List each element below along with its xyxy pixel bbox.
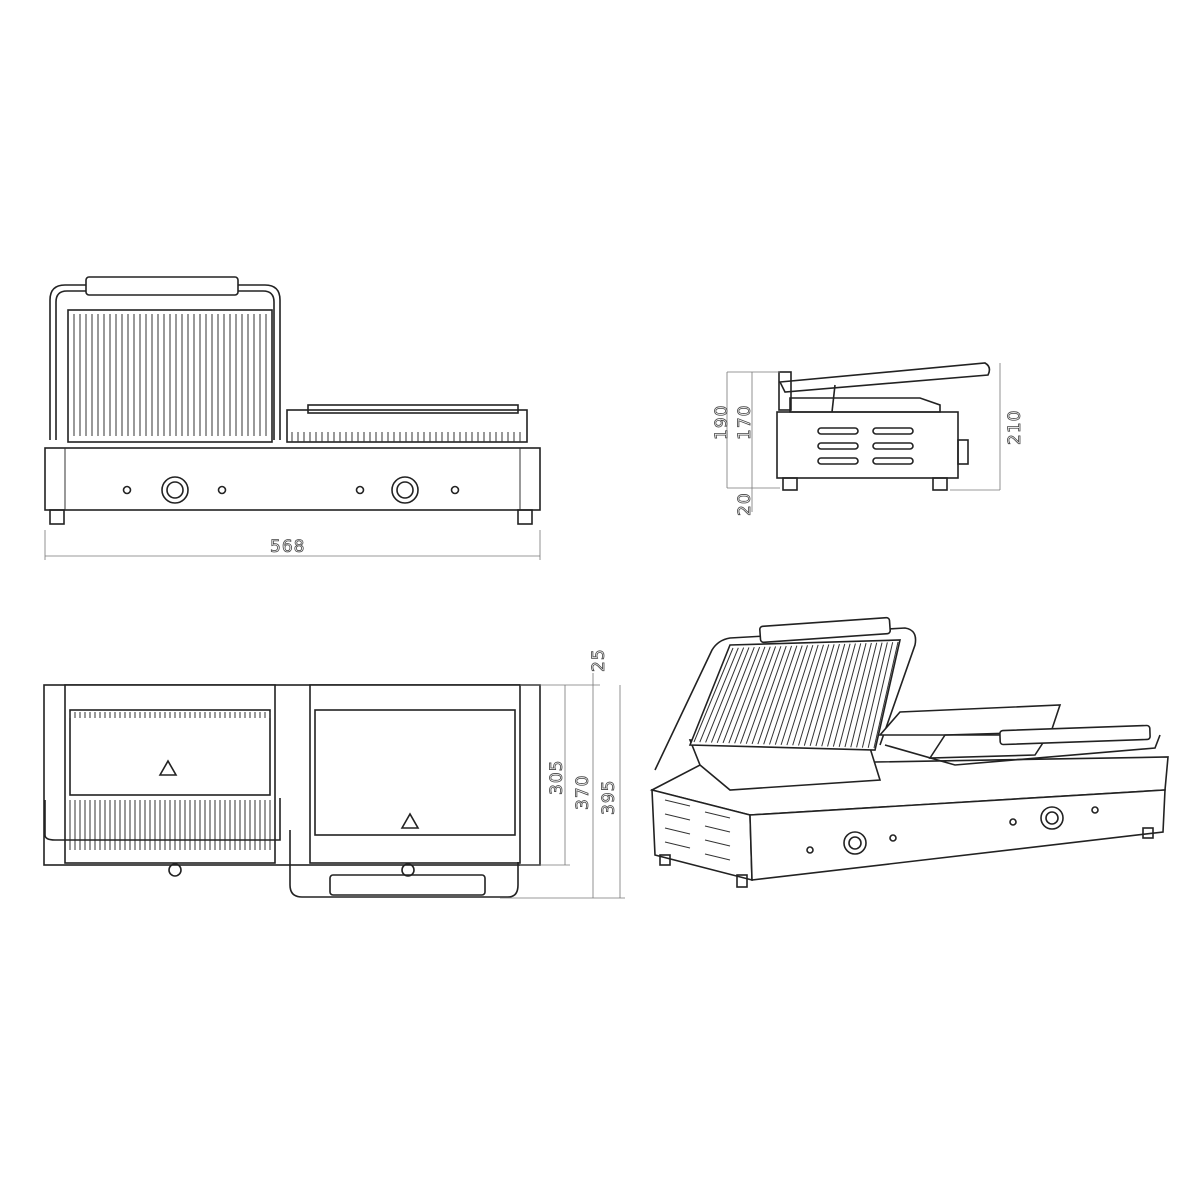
grill-rib bbox=[786, 644, 819, 746]
grill-rib bbox=[699, 647, 739, 743]
grill-rib bbox=[728, 646, 766, 744]
grill-rib bbox=[705, 647, 745, 743]
grill-rib bbox=[856, 642, 883, 748]
iso-closed-lid bbox=[878, 704, 1062, 736]
grill-rib bbox=[821, 643, 851, 747]
iso-open-lid bbox=[688, 639, 902, 751]
knob-right bbox=[391, 476, 419, 504]
grill-rib bbox=[745, 646, 782, 744]
grill-rib bbox=[809, 643, 840, 747]
knob-left bbox=[161, 476, 189, 504]
grill-rib bbox=[774, 645, 808, 745]
grill-rib bbox=[850, 642, 878, 748]
grill-rib bbox=[803, 644, 835, 746]
grill-rib bbox=[838, 643, 867, 747]
grill-rib bbox=[710, 647, 750, 743]
grill-rib bbox=[763, 645, 798, 745]
body-depth-label: 370 bbox=[573, 775, 593, 810]
top-view: 25 305 370 395 bbox=[43, 648, 625, 899]
logo-triangle-right bbox=[400, 812, 420, 829]
vent-slot bbox=[664, 813, 691, 821]
grill-rib bbox=[832, 643, 862, 747]
front-handle bbox=[85, 276, 239, 296]
iso-view bbox=[649, 616, 1169, 888]
vent-slot bbox=[704, 825, 731, 833]
grill-rib bbox=[693, 647, 734, 743]
vent-slot bbox=[817, 427, 859, 435]
grill-rib bbox=[739, 646, 777, 744]
front-view: 568 bbox=[44, 276, 541, 560]
top-right-unit bbox=[309, 684, 521, 864]
grill-rib bbox=[722, 646, 761, 744]
grill-rib bbox=[780, 644, 814, 746]
grill-rib bbox=[792, 644, 824, 746]
front-foot-right bbox=[517, 509, 533, 525]
side-height-label: 190 bbox=[712, 405, 732, 440]
vent-slot bbox=[817, 442, 859, 450]
grill-rib bbox=[716, 647, 755, 743]
iso-knob-right bbox=[1040, 806, 1064, 830]
side-foot-height-label: 20 bbox=[735, 492, 755, 516]
vent-slot bbox=[664, 799, 691, 807]
grill-rib bbox=[827, 643, 856, 747]
front-body bbox=[44, 447, 541, 511]
grill-rib bbox=[815, 643, 846, 747]
vent-slot bbox=[872, 427, 914, 435]
vent-slot bbox=[664, 827, 691, 835]
grill-rib bbox=[751, 645, 787, 745]
front-foot-left bbox=[49, 509, 65, 525]
vent-slot bbox=[704, 811, 731, 819]
total-depth-label: 395 bbox=[599, 780, 619, 815]
grill-rib bbox=[798, 644, 830, 746]
grill-rib bbox=[861, 642, 888, 748]
vent-slot bbox=[704, 839, 731, 847]
grill-rib bbox=[867, 642, 894, 748]
front-lid-closed bbox=[286, 409, 528, 443]
iso-handle bbox=[759, 616, 891, 644]
side-body bbox=[776, 411, 959, 479]
grill-rib bbox=[757, 645, 793, 745]
width-label: 568 bbox=[270, 537, 305, 557]
vent-slot bbox=[817, 457, 859, 465]
grill-rib bbox=[734, 646, 771, 744]
side-body-height-label: 170 bbox=[735, 405, 755, 440]
vent-slot bbox=[872, 442, 914, 450]
side-open-height-label: 210 bbox=[1005, 410, 1025, 445]
top-handle bbox=[329, 874, 486, 896]
iso-knob-left bbox=[843, 831, 867, 855]
grill-rib bbox=[873, 641, 899, 749]
grill-rib bbox=[844, 642, 872, 748]
vent-slot bbox=[872, 457, 914, 465]
vent-slot bbox=[704, 853, 731, 861]
vent-slot bbox=[664, 841, 691, 849]
side-view: 190 170 20 210 bbox=[712, 362, 1025, 516]
logo-triangle-left bbox=[158, 759, 178, 776]
side-handle-arm bbox=[778, 362, 991, 393]
top-handle-label: 25 bbox=[589, 648, 609, 672]
grill-rib bbox=[769, 645, 803, 745]
plate-depth-label: 305 bbox=[547, 760, 567, 795]
